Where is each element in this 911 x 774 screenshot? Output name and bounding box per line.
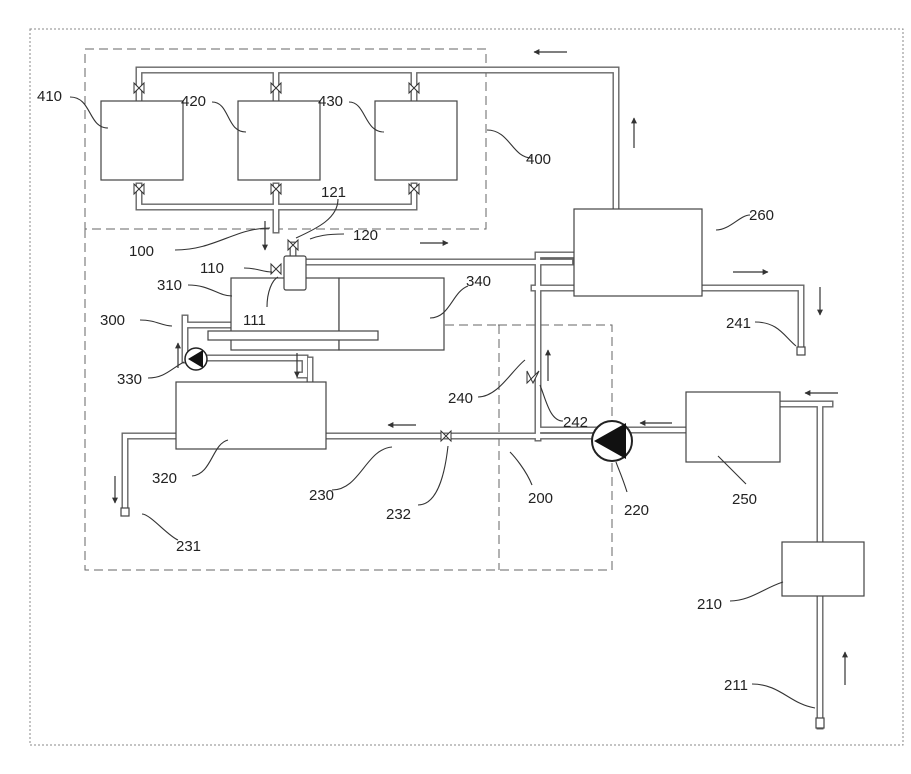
label-121: 121 [321,184,346,201]
unit-210 [782,542,864,596]
flow-arrows [115,52,845,685]
label-211: 211 [724,677,748,694]
label-250: 250 [732,491,757,508]
label-111: 111 [243,312,266,329]
label-120: 120 [353,227,378,244]
pump-icon [592,421,632,461]
label-430: 430 [318,93,343,110]
pump-icon [185,348,207,370]
tank-410 [101,101,183,180]
label-240: 240 [448,390,473,407]
components [101,101,864,728]
valve-icon [271,264,281,274]
plate-340-bar [208,331,378,340]
label-232: 232 [386,506,411,523]
outlet-231 [121,508,129,516]
label-241: 241 [726,315,751,332]
label-320: 320 [152,470,177,487]
label-330: 330 [117,371,142,388]
tank-430 [375,101,457,180]
label-220: 220 [624,502,649,519]
label-300: 300 [100,312,125,329]
label-230: 230 [309,487,334,504]
cartridge-111 [284,256,306,290]
label-410: 410 [37,88,62,105]
label-420: 420 [181,93,206,110]
label-260: 260 [749,207,774,224]
unit-320 [176,382,326,449]
tank-420 [238,101,320,180]
inlet-211 [816,718,824,728]
unit-260 [574,209,702,296]
label-210: 210 [697,596,722,613]
outlet-241 [797,347,805,355]
label-200: 200 [528,490,553,507]
unit-250 [686,392,780,462]
label-340: 340 [466,273,491,290]
label-100: 100 [129,243,154,260]
label-242: 242 [563,414,588,431]
label-310: 310 [157,277,182,294]
label-231: 231 [176,538,201,555]
label-400: 400 [526,151,551,168]
label-110: 110 [200,260,224,277]
